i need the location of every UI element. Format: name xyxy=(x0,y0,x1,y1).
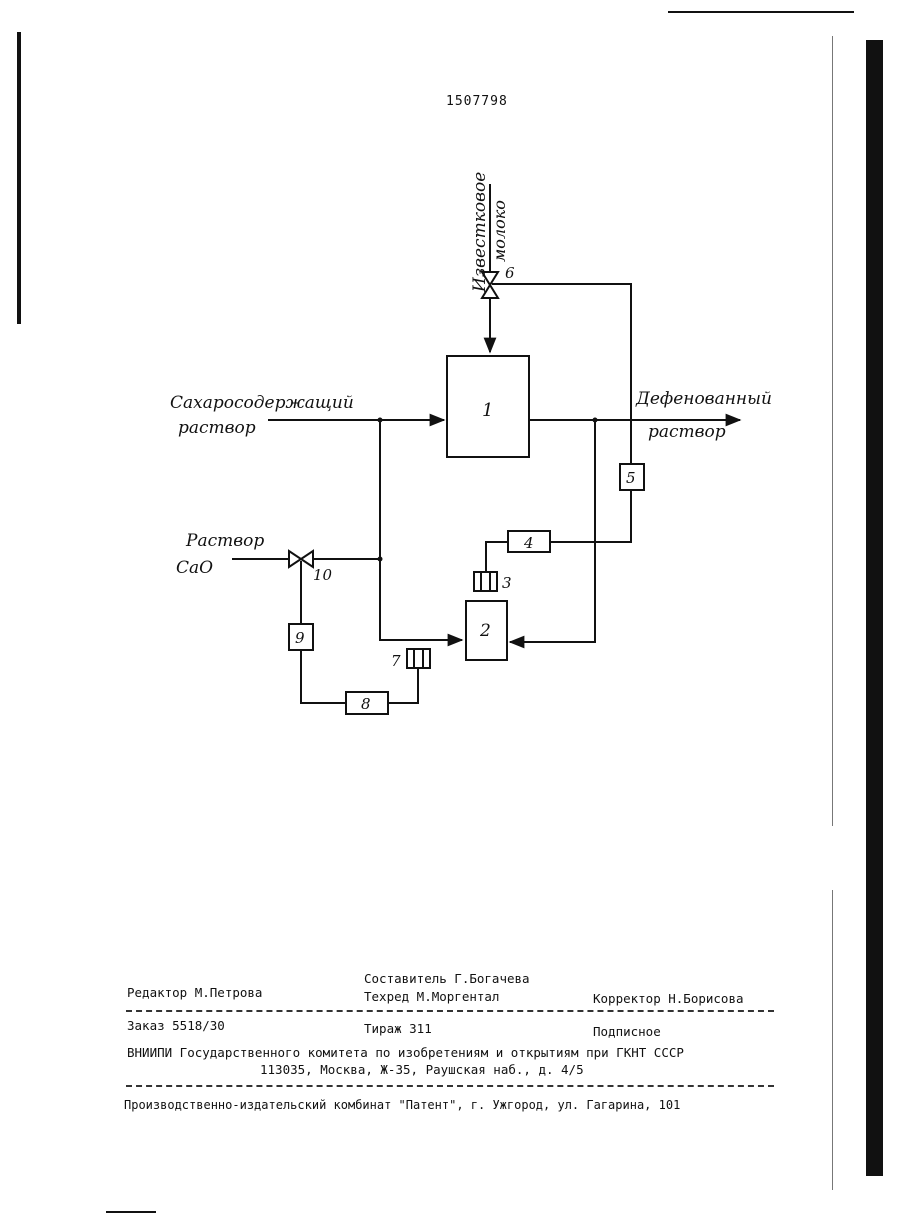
address: 113035, Москва, Ж-35, Раушская наб., д. … xyxy=(260,1062,584,1077)
subscription-note: Подписное xyxy=(593,1024,661,1039)
process-flow-diagram: 1 2 3 4 5 7 8 9 Известковое молоко 6 xyxy=(0,0,900,960)
circulation: Тираж 311 xyxy=(364,1021,432,1036)
reactor-1-label: 1 xyxy=(482,400,493,421)
unit-8-label: 8 xyxy=(361,695,371,713)
lime-milk-label-line-2: молоко xyxy=(490,200,509,262)
unit-4-label: 4 xyxy=(523,534,534,552)
sensor-3-label: 3 xyxy=(502,574,512,592)
output-label-line-1: Дефенованный xyxy=(635,389,772,409)
sugar-solution-label-line-2: раствор xyxy=(178,418,256,438)
printer-credit: Производственно-издательский комбинат "П… xyxy=(124,1098,680,1112)
editor-credit: Редактор М.Петрова xyxy=(127,985,262,1000)
compiler-credit: Составитель Г.Богачева xyxy=(364,971,530,986)
scan-edge-mark-bottom xyxy=(106,1211,156,1213)
cao-label-line-1: Раствор xyxy=(185,531,264,551)
output-label-line-2: раствор xyxy=(648,422,726,442)
unit-8-to-unit-9-line xyxy=(301,650,346,703)
sensor-7-to-unit-8-line xyxy=(388,668,418,703)
sensor-7 xyxy=(407,649,430,668)
techred-credit: Техред М.Моргентал xyxy=(364,989,499,1004)
unit-4-to-unit-5-line xyxy=(550,490,631,542)
sensor-3-to-unit-4-line xyxy=(486,542,508,572)
junction-sugar xyxy=(378,418,383,423)
valve-10-label: 10 xyxy=(313,566,333,584)
cao-label-line-2: CaO xyxy=(176,558,213,578)
sensor-7-label: 7 xyxy=(391,652,401,670)
imprint-divider-1 xyxy=(126,1010,774,1012)
sensor-3 xyxy=(474,572,497,591)
unit-2-label: 2 xyxy=(479,621,491,641)
organization: ВНИИПИ Государственного комитета по изоб… xyxy=(127,1045,684,1060)
imprint-divider-2 xyxy=(126,1085,774,1087)
order-number: Заказ 5518/30 xyxy=(127,1018,225,1033)
lime-milk-label-line-1: Известковое xyxy=(470,172,490,293)
valve-6-label: 6 xyxy=(505,264,515,282)
junction-product xyxy=(593,418,598,423)
sugar-solution-label-line-1: Сахаросодержащий xyxy=(170,393,354,413)
corrector-credit: Корректор Н.Борисова xyxy=(593,991,744,1006)
unit-5-label: 5 xyxy=(626,469,636,487)
unit-9-label: 9 xyxy=(295,629,305,647)
junction-cao xyxy=(378,557,383,562)
